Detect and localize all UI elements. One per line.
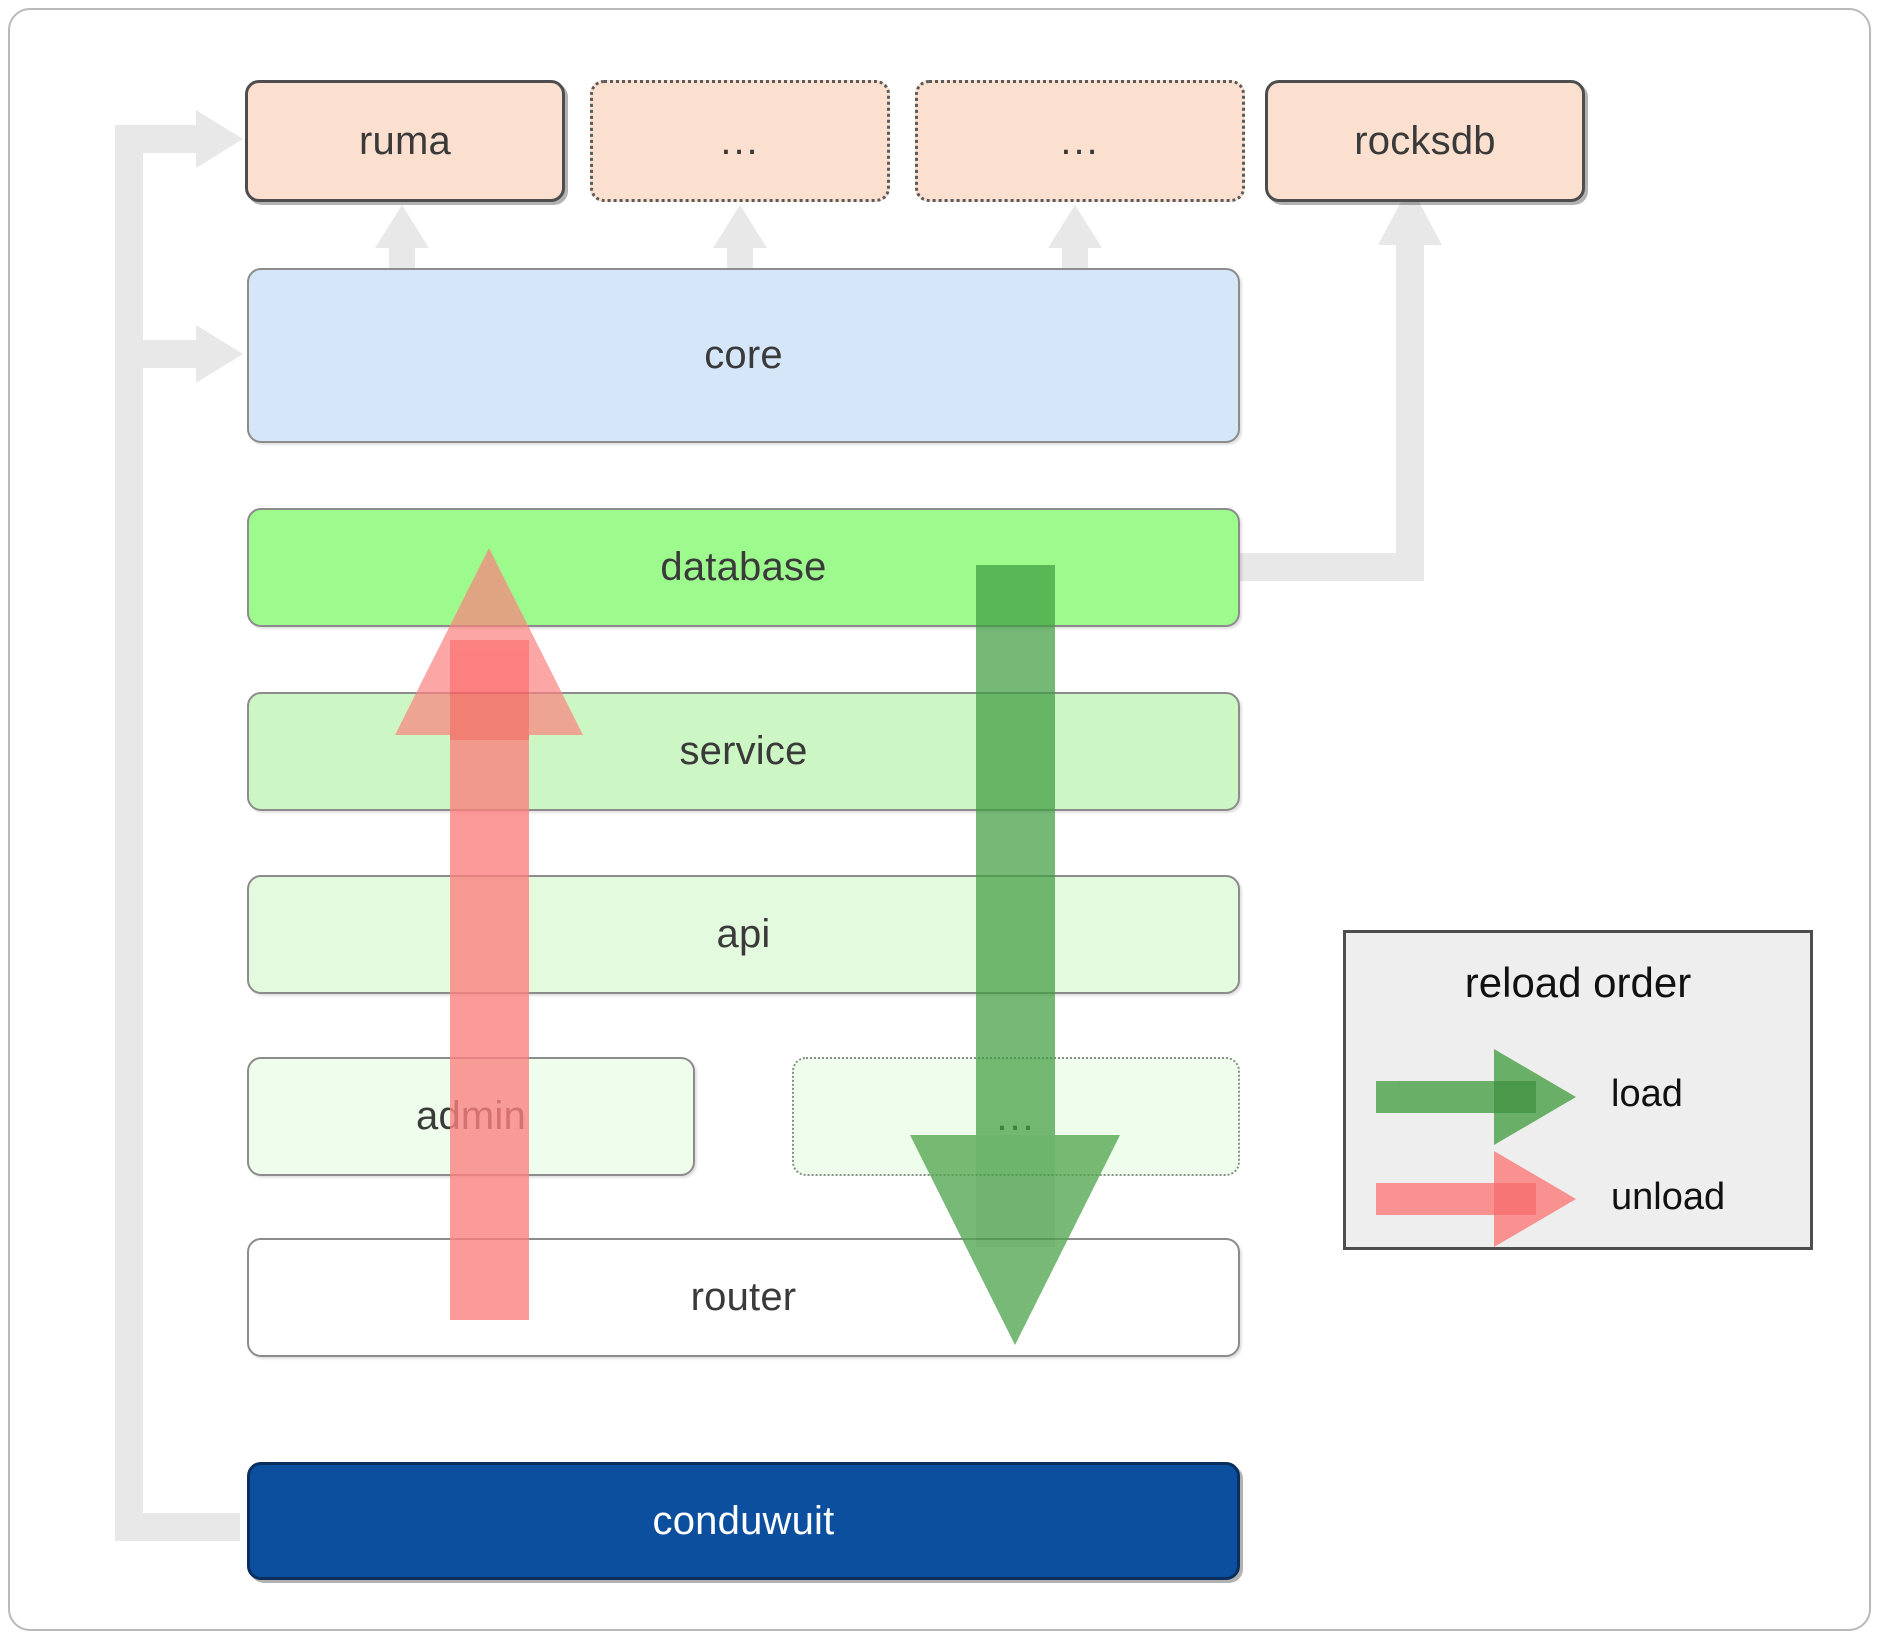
legend-label-unload: unload <box>1611 1176 1726 1218</box>
dep-box-rocksdb-label: rocksdb <box>1354 118 1496 163</box>
stack-box-service-label: service <box>679 729 808 773</box>
legend-load-arrow <box>1376 1049 1576 1145</box>
stack-box-admin-label: admin <box>416 1094 526 1138</box>
stack-box-admin[interactable]: admin <box>247 1057 695 1176</box>
dep-box-more-2[interactable]: ... <box>915 80 1245 202</box>
stack-box-more[interactable]: ... <box>792 1057 1240 1176</box>
legend-unload-arrow <box>1376 1151 1576 1247</box>
stack-box-database-label: database <box>660 545 827 589</box>
legend-label-load: load <box>1611 1073 1683 1115</box>
stack-box-database[interactable]: database <box>247 508 1240 627</box>
dep-box-ruma[interactable]: ruma <box>245 80 565 202</box>
dep-box-ruma-label: ruma <box>359 118 451 163</box>
stack-box-service[interactable]: service <box>247 692 1240 811</box>
stack-box-api[interactable]: api <box>247 875 1240 994</box>
stack-box-api-label: api <box>716 912 771 956</box>
stack-box-router[interactable]: router <box>247 1238 1240 1357</box>
dep-box-more-1-label: ... <box>720 119 760 163</box>
diagram-frame <box>8 8 1871 1631</box>
stack-box-more-label: ... <box>996 1094 1036 1139</box>
legend-arrow-graphics <box>1376 1049 1576 1247</box>
stack-box-router-label: router <box>690 1275 797 1319</box>
root-box-conduwuit[interactable]: conduwuit <box>247 1462 1240 1580</box>
legend-title: reload order <box>1464 959 1692 1006</box>
dep-box-more-1[interactable]: ... <box>590 80 890 202</box>
stack-box-core[interactable]: core <box>247 268 1240 443</box>
dep-box-more-2-label: ... <box>1060 119 1100 163</box>
root-box-conduwuit-label: conduwuit <box>652 1498 835 1543</box>
legend-panel: reload order load unload <box>1343 930 1813 1250</box>
stack-box-core-label: core <box>704 333 783 377</box>
dep-box-rocksdb[interactable]: rocksdb <box>1265 80 1585 202</box>
